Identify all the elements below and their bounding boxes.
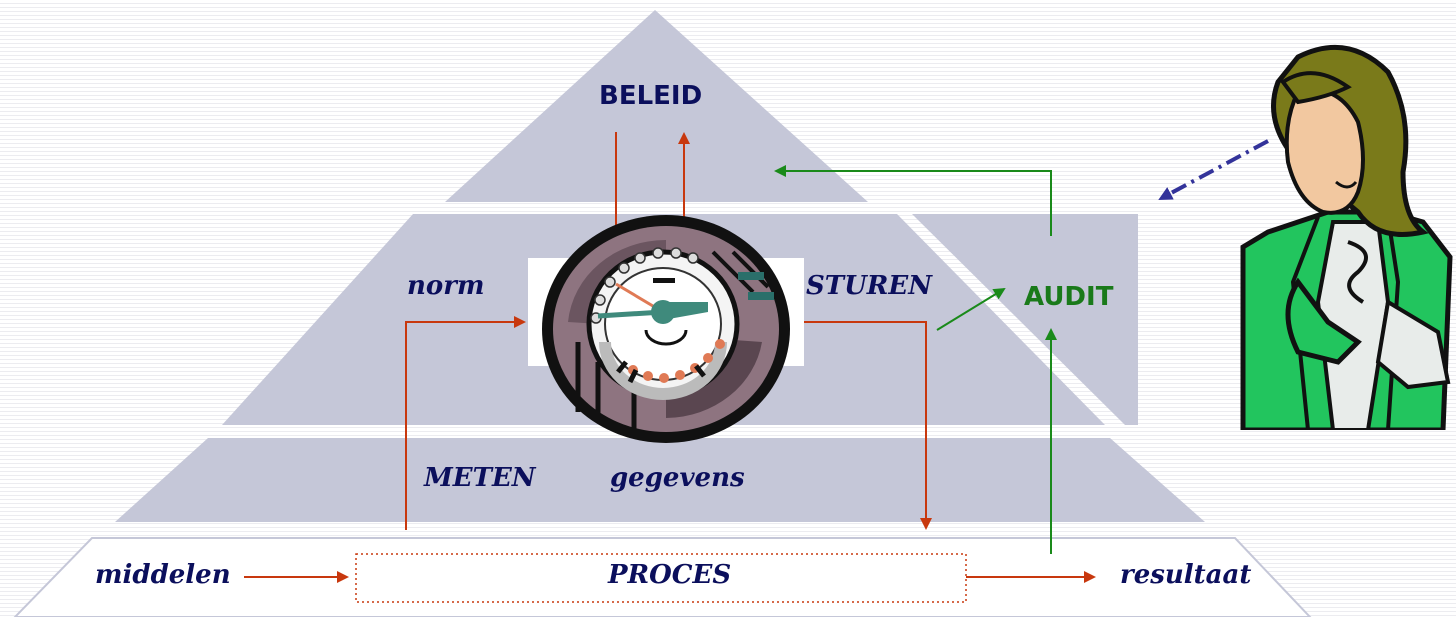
- label-beleid: BELEID: [599, 81, 703, 111]
- label-sturen: STUREN: [806, 271, 932, 301]
- label-resultaat: resultaat: [1120, 560, 1252, 590]
- arrow-sturen-to-audit: [936, 287, 1006, 331]
- label-meten: METEN: [424, 463, 536, 493]
- arrow-audit-to-beleid: [774, 165, 1052, 236]
- audit-panel: [912, 214, 1138, 425]
- pyramid-lower-tier: [115, 438, 1205, 522]
- label-norm: norm: [407, 271, 485, 301]
- dial-clock-icon: [542, 215, 790, 443]
- process-box: [355, 553, 967, 603]
- label-proces: PROCES: [608, 560, 732, 590]
- auditor-gaze-arrow: [1158, 139, 1269, 201]
- arrow-sturen-to-proces: [800, 321, 932, 530]
- pyramid-top-tier: [445, 10, 868, 202]
- label-middelen: middelen: [95, 560, 231, 590]
- arrow-meten-to-norm: [405, 316, 526, 530]
- auditor-woman-icon: [1240, 44, 1453, 430]
- label-audit: AUDIT: [1024, 282, 1114, 312]
- label-gegevens: gegevens: [610, 463, 745, 493]
